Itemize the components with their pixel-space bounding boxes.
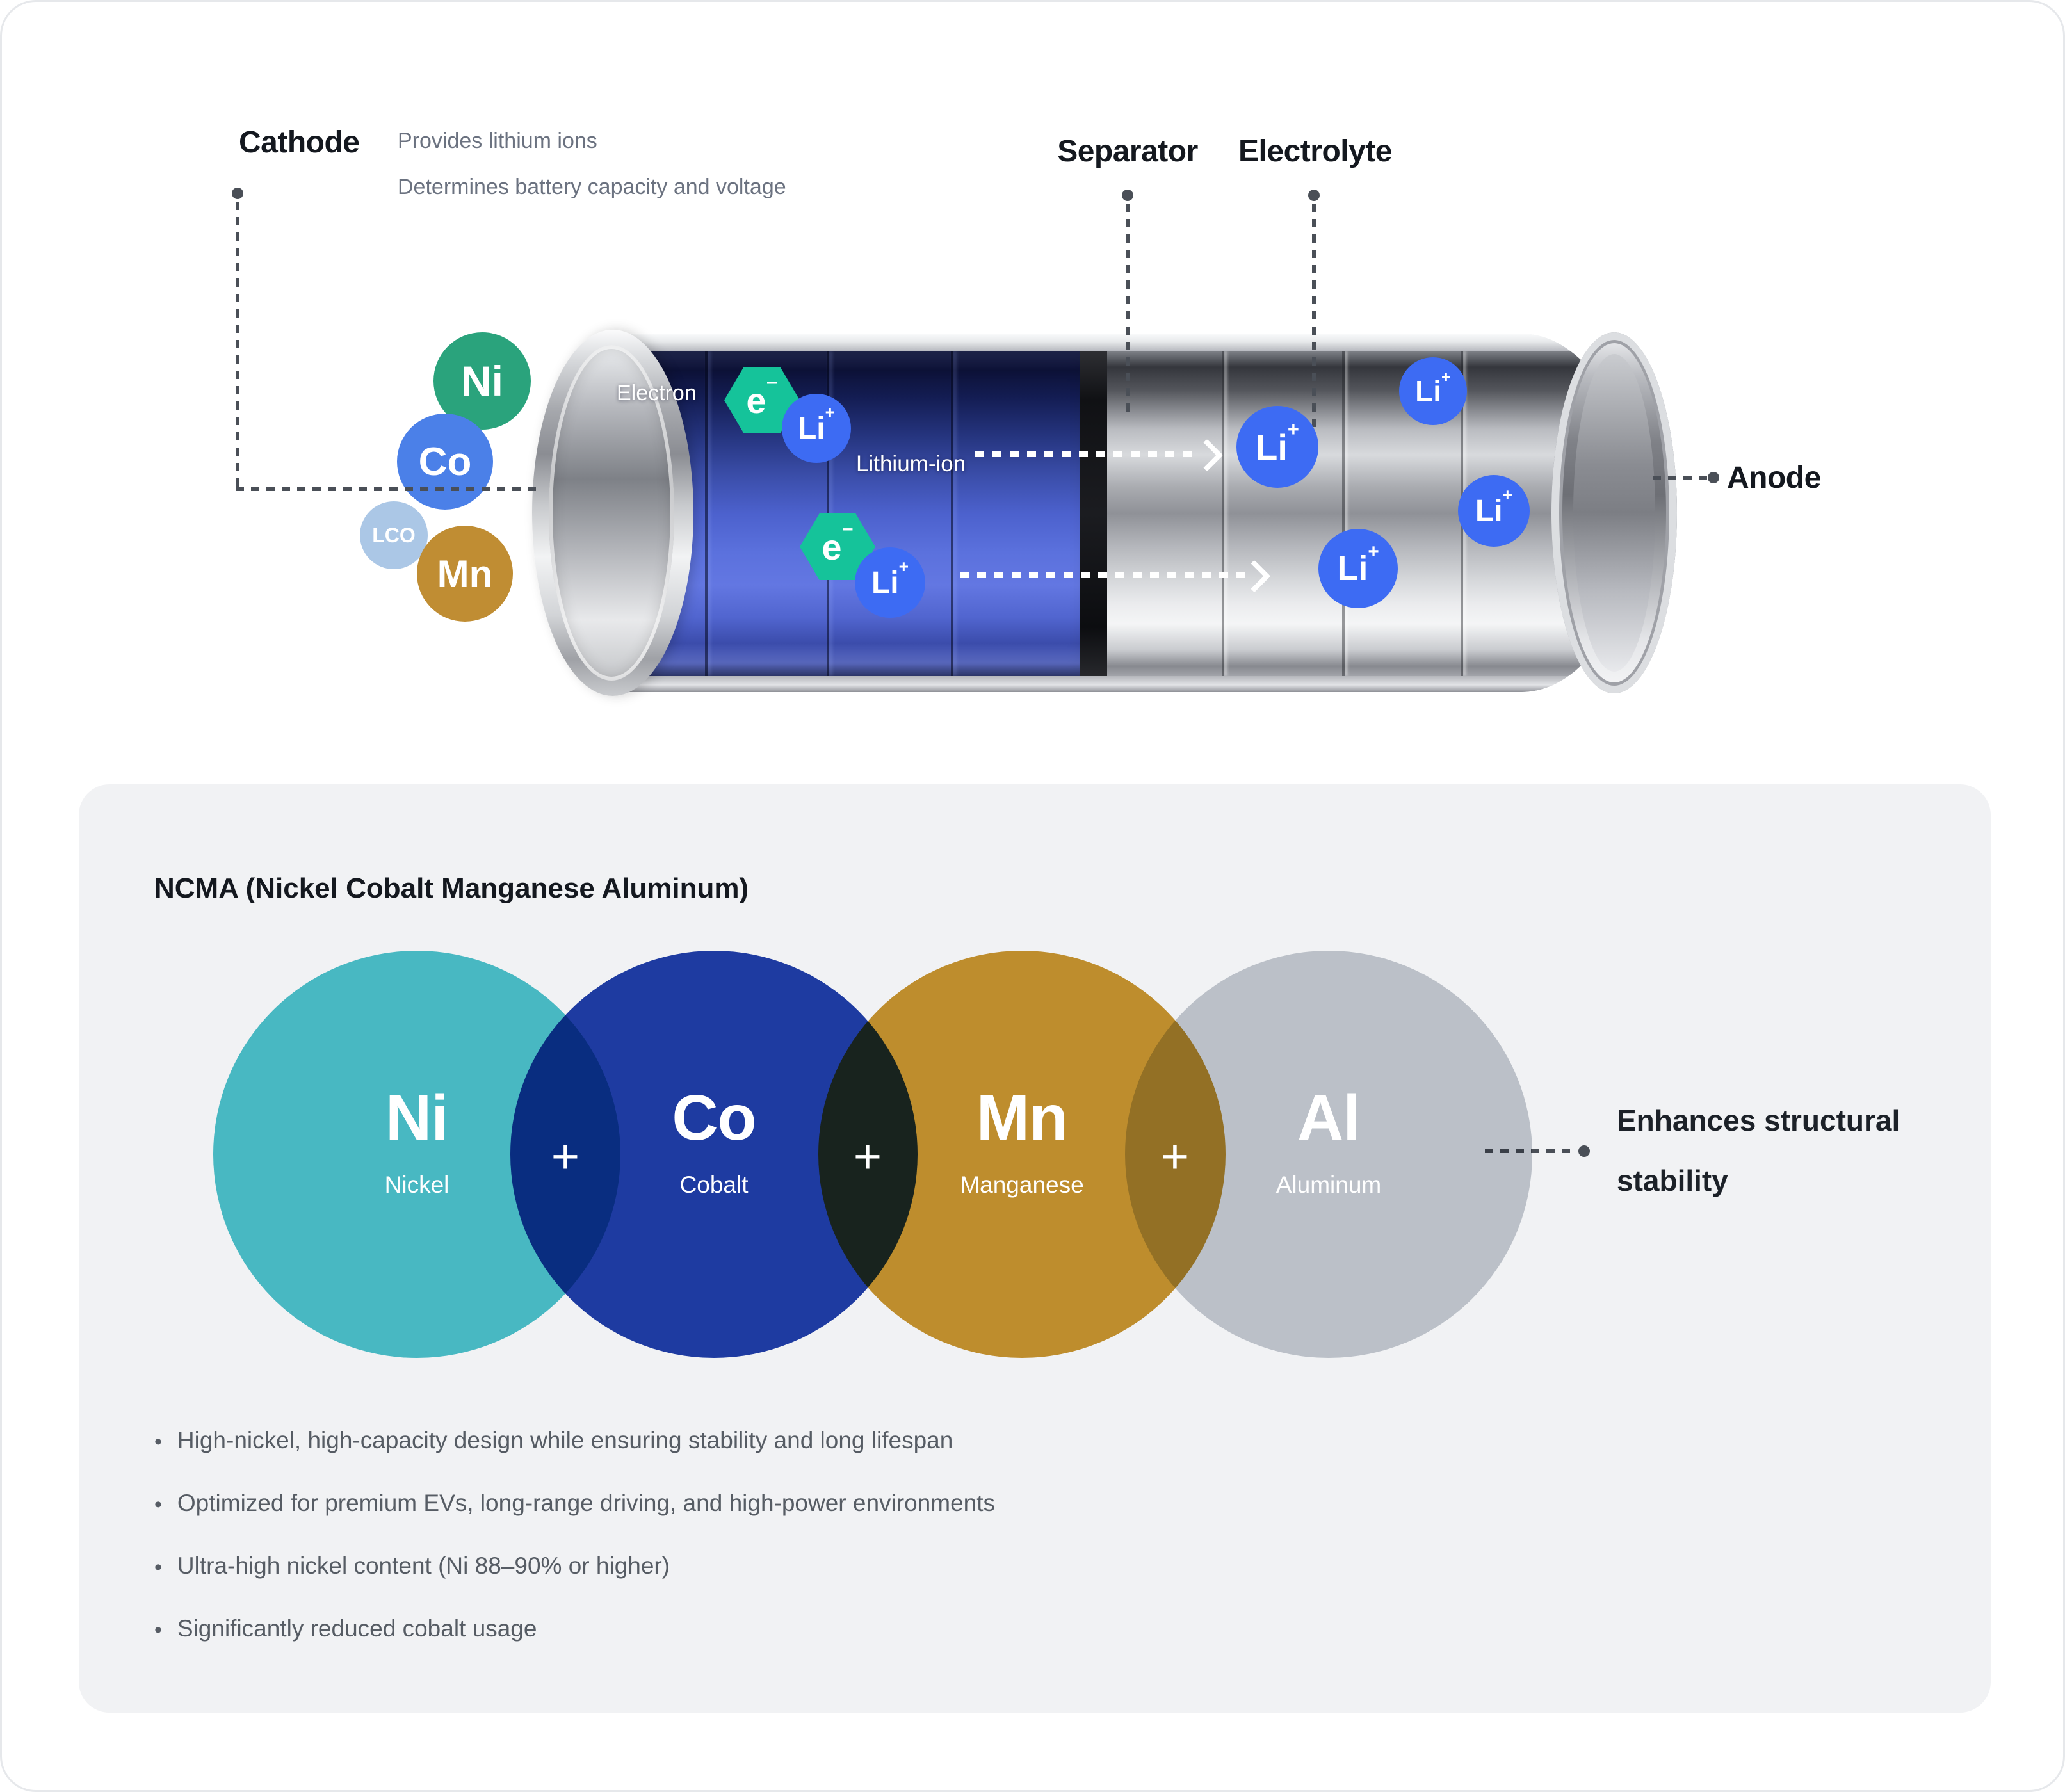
- cathode-pointer-line-horizontal: [236, 487, 542, 491]
- material-badge-manganese: Mn: [417, 526, 513, 622]
- separator-band: [1080, 351, 1107, 676]
- lithium-symbol: Li+: [1256, 417, 1299, 467]
- battery-top-rim: [613, 334, 1636, 351]
- element-name: Cobalt: [679, 1172, 749, 1198]
- annotation-pointer-dot: [1578, 1145, 1590, 1157]
- jellyroll-ring: [1342, 351, 1345, 676]
- bullet-dot: •: [154, 1618, 162, 1642]
- lithium-ion-particle: Li+: [782, 394, 851, 463]
- cathode-desc-1: Provides lithium ions: [398, 129, 597, 153]
- jellyroll-ring: [1222, 351, 1224, 676]
- element-symbol: Ni: [385, 1082, 449, 1154]
- element-label-aluminum: Al Aluminum: [1181, 1081, 1476, 1199]
- lithium-symbol: Li+: [1337, 540, 1379, 588]
- element-name: Manganese: [960, 1172, 1084, 1198]
- jellyroll-ring: [951, 351, 953, 676]
- element-symbol: Mn: [976, 1082, 1068, 1154]
- ncma-title: NCMA (Nickel Cobalt Manganese Aluminum): [154, 873, 749, 904]
- separator-pointer-dot: [1122, 190, 1133, 201]
- anode-section: [1107, 351, 1631, 676]
- bullet-text: High-nickel, high-capacity design while …: [177, 1427, 953, 1453]
- battery-right-cap: [1551, 332, 1677, 693]
- electrolyte-pointer-dot: [1308, 190, 1320, 201]
- lithium-ion-particle: Li+: [1318, 529, 1398, 608]
- cathode-pointer-dot: [232, 188, 243, 199]
- bullet-text: Significantly reduced cobalt usage: [177, 1615, 537, 1642]
- element-label-cobalt: Co Cobalt: [567, 1081, 861, 1199]
- lithium-ion-particle: Li+: [1399, 357, 1467, 425]
- lithium-flow-arrow-top: [975, 451, 1199, 457]
- separator-pointer-line: [1126, 204, 1130, 415]
- material-symbol: LCO: [372, 523, 416, 547]
- lithium-ion-particle: Li+: [1458, 475, 1530, 547]
- bullet-dot: •: [154, 1492, 162, 1517]
- list-item: • Optimized for premium EVs, long-range d…: [154, 1490, 995, 1519]
- list-item: • Significantly reduced cobalt usage: [154, 1615, 995, 1645]
- element-symbol: Co: [672, 1082, 756, 1154]
- lithium-symbol: Li+: [797, 402, 836, 446]
- battery-left-cap: [532, 330, 693, 696]
- battery-right-cap-inner: [1573, 354, 1655, 672]
- element-symbol: Al: [1297, 1082, 1361, 1154]
- list-item: • High-nickel, high-capacity design while…: [154, 1427, 995, 1457]
- lithium-ion-particle: Li+: [855, 547, 925, 618]
- electrolyte-label: Electrolyte: [1238, 134, 1392, 168]
- element-label-manganese: Mn Manganese: [875, 1081, 1169, 1199]
- anode-label: Anode: [1727, 461, 1821, 495]
- lithium-ion-particle: Li+: [1236, 406, 1318, 488]
- ncma-bullet-list: • High-nickel, high-capacity design while…: [154, 1427, 995, 1678]
- bullet-dot: •: [154, 1430, 162, 1454]
- material-symbol: Co: [418, 439, 472, 484]
- venn-circle-aluminum: [1125, 951, 1532, 1358]
- list-item: • Ultra-high nickel content (Ni 88–90% or…: [154, 1553, 995, 1582]
- plus-sign: +: [1160, 1129, 1190, 1184]
- electron-label: Electron: [617, 381, 697, 405]
- material-symbol: Ni: [461, 357, 503, 405]
- annotation-text: Enhances structural stability: [1617, 1090, 1900, 1211]
- battery-bottom-rim: [613, 676, 1636, 692]
- plus-sign: +: [853, 1129, 882, 1184]
- material-symbol: Mn: [437, 552, 493, 595]
- annotation-line-1: Enhances structural: [1617, 1104, 1900, 1137]
- material-badge-lco: LCO: [360, 501, 428, 569]
- element-name: Aluminum: [1275, 1172, 1382, 1198]
- electron-symbol: e−: [822, 517, 854, 567]
- battery-left-cap-inner: [549, 345, 674, 681]
- lithium-symbol: Li+: [1415, 367, 1451, 408]
- cathode-label: Cathode: [239, 125, 360, 159]
- anode-pointer-line: [1653, 476, 1708, 480]
- anode-pointer-dot: [1708, 472, 1719, 483]
- cathode-pointer-line-vertical: [236, 202, 239, 490]
- plus-sign: +: [551, 1129, 580, 1184]
- element-label-nickel: Ni Nickel: [270, 1081, 564, 1199]
- electrolyte-pointer-line: [1312, 204, 1316, 444]
- material-badge-nickel: Ni: [433, 332, 531, 430]
- lithium-symbol: Li+: [871, 556, 909, 600]
- lithium-flow-arrow-bottom: [960, 572, 1247, 578]
- lithium-ion-label: Lithium-ion: [856, 451, 966, 476]
- bullet-text: Ultra-high nickel content (Ni 88–90% or …: [177, 1553, 670, 1579]
- bullet-dot: •: [154, 1555, 162, 1579]
- separator-label: Separator: [1057, 134, 1198, 168]
- material-badge-cobalt: Co: [397, 414, 493, 510]
- bullet-text: Optimized for premium EVs, long-range dr…: [177, 1490, 996, 1516]
- annotation-line-2: stability: [1617, 1164, 1728, 1197]
- electron-symbol: e−: [746, 371, 778, 421]
- cathode-desc-2: Determines battery capacity and voltage: [398, 175, 786, 199]
- lithium-symbol: Li+: [1475, 485, 1513, 528]
- element-name: Nickel: [384, 1172, 449, 1198]
- jellyroll-ring: [705, 351, 708, 676]
